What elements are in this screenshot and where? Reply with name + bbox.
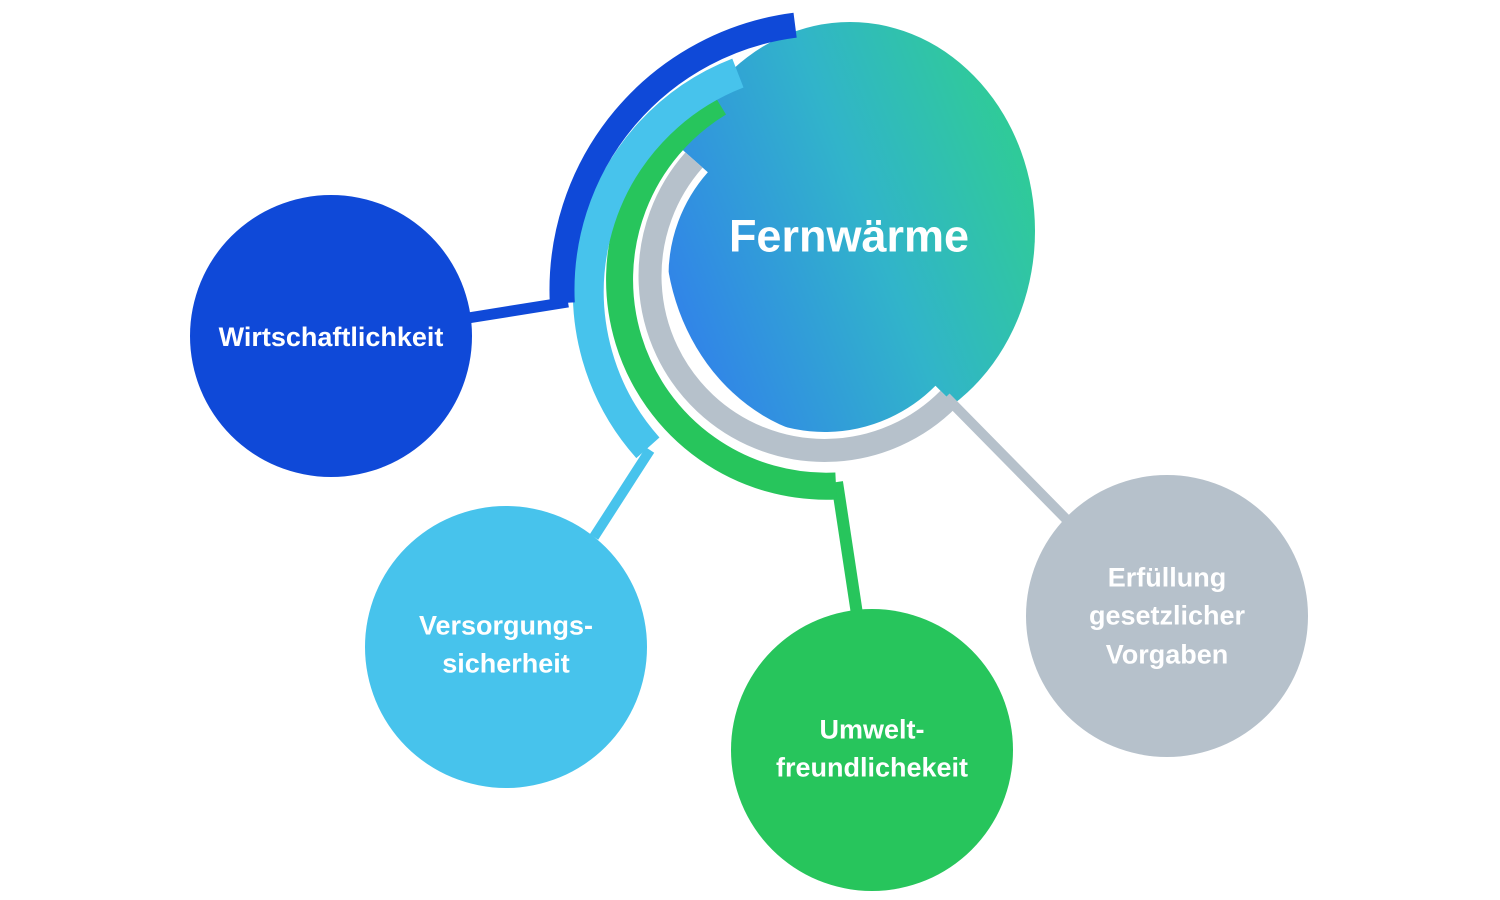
connector-wirtschaftlichkeit [467, 296, 569, 324]
center-node-circle [665, 22, 1035, 440]
satellite-circle-versorgungssicherheit [365, 506, 647, 788]
satellite-circle-gesetzliche-vorgaben [1026, 475, 1308, 757]
ring-arc-green [606, 91, 837, 500]
ring-arc-dark-blue [549, 12, 797, 304]
connector-versorgungssicherheit [589, 447, 655, 540]
connector-gesetzliche-vorgaben [942, 393, 1072, 525]
satellite-circle-wirtschaftlichkeit [190, 195, 472, 477]
satellite-circle-umweltfreundlichkeit [731, 609, 1013, 891]
connector-umweltfreundlichkeit [831, 481, 863, 615]
ring-arc-gray [638, 152, 957, 462]
ring-arc-light-blue [572, 58, 744, 459]
